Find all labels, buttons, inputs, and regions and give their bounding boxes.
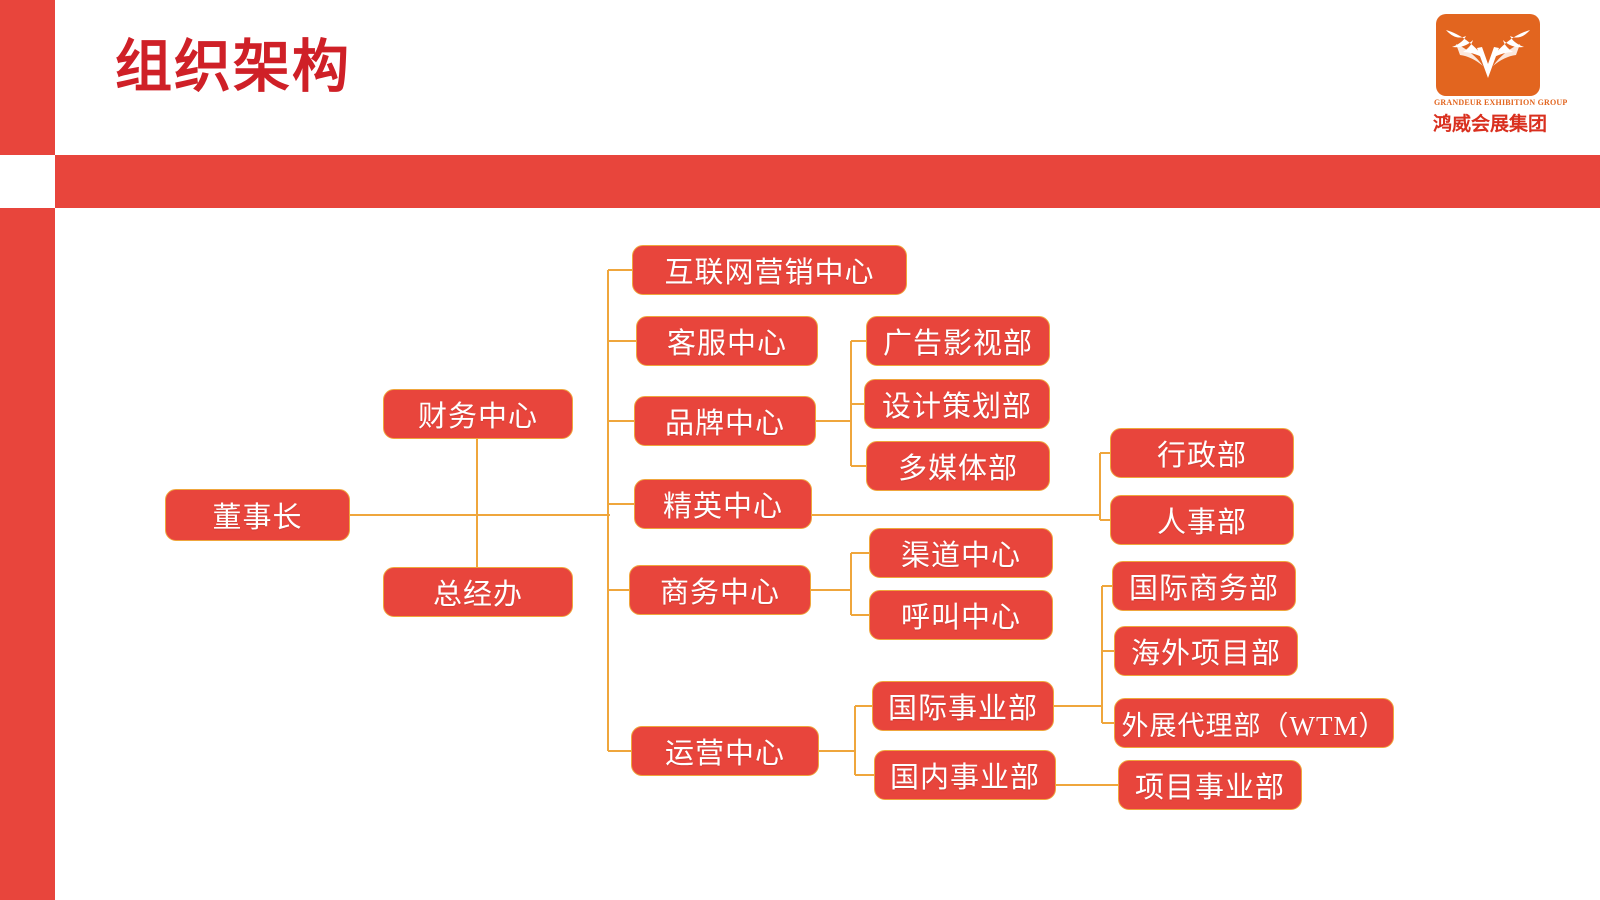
page-title: 组织架构 xyxy=(115,34,351,100)
node-ad-film-dept[interactable]: 广告影视部 xyxy=(866,316,1050,366)
logo-english-name: GRANDEUR EXHIBITION GROUP xyxy=(1434,98,1568,107)
node-brand-center[interactable]: 品牌中心 xyxy=(634,396,816,446)
node-overseas-proj-dept[interactable]: 海外项目部 xyxy=(1114,626,1298,676)
node-domestic-division[interactable]: 国内事业部 xyxy=(874,750,1056,800)
node-hr-dept[interactable]: 人事部 xyxy=(1110,495,1294,545)
company-logo: GRANDEUR EXHIBITION GROUP 鸿威会展集团 xyxy=(1433,14,1568,144)
node-outbound-agency[interactable]: 外展代理部（WTM） xyxy=(1114,698,1394,748)
node-elite-center[interactable]: 精英中心 xyxy=(634,479,812,529)
decor-header-band xyxy=(55,155,1600,208)
node-chairman[interactable]: 董事长 xyxy=(165,489,350,541)
node-multimedia-dept[interactable]: 多媒体部 xyxy=(866,441,1050,491)
node-finance-center[interactable]: 财务中心 xyxy=(383,389,573,439)
decor-left-bar-bottom xyxy=(0,208,55,900)
node-intl-division[interactable]: 国际事业部 xyxy=(872,681,1054,731)
node-internet-marketing[interactable]: 互联网营销中心 xyxy=(632,245,907,295)
decor-left-bar-top xyxy=(0,0,55,155)
node-customer-service[interactable]: 客服中心 xyxy=(636,316,818,366)
node-admin-dept[interactable]: 行政部 xyxy=(1110,428,1294,478)
logo-chinese-name: 鸿威会展集团 xyxy=(1432,113,1547,135)
node-project-division[interactable]: 项目事业部 xyxy=(1118,760,1302,810)
node-design-plan-dept[interactable]: 设计策划部 xyxy=(864,379,1050,429)
node-business-center[interactable]: 商务中心 xyxy=(629,565,811,615)
node-gm-office[interactable]: 总经办 xyxy=(383,567,573,617)
node-operations-center[interactable]: 运营中心 xyxy=(631,726,819,776)
w-wings-logo-icon xyxy=(1436,14,1540,96)
node-intl-business-dept[interactable]: 国际商务部 xyxy=(1112,561,1296,611)
node-call-center[interactable]: 呼叫中心 xyxy=(869,590,1053,640)
node-channel-center[interactable]: 渠道中心 xyxy=(869,528,1053,578)
